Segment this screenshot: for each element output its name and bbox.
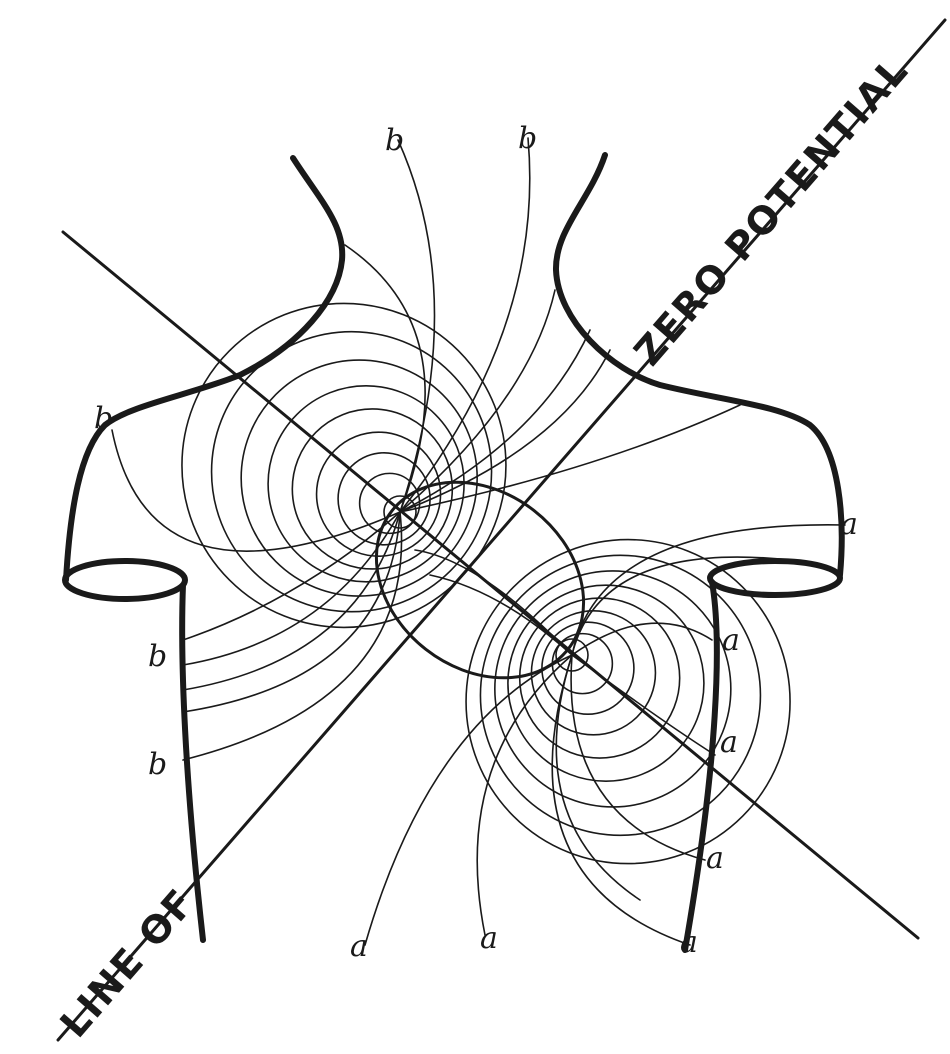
field-line-a bbox=[476, 654, 573, 936]
line-of-caption: LINE OF bbox=[52, 880, 204, 1046]
label-b: b bbox=[148, 639, 167, 674]
pole-negative-isopotential bbox=[465, 538, 791, 865]
label-a: a bbox=[480, 921, 498, 956]
zero-potential-line bbox=[56, 18, 947, 1042]
right-armhole bbox=[707, 558, 843, 598]
label-a: a bbox=[350, 929, 368, 964]
field-line-a bbox=[429, 574, 573, 656]
field-line-b bbox=[399, 349, 611, 513]
field-line-b bbox=[399, 289, 556, 513]
pole-negative-isopotential bbox=[518, 597, 681, 759]
field-line-b bbox=[182, 511, 403, 761]
field-line-a bbox=[414, 549, 573, 656]
pole-positive-isopotential bbox=[210, 330, 493, 613]
pole-negative-isopotential bbox=[555, 638, 589, 672]
field-line-b bbox=[182, 511, 401, 641]
field-line-a bbox=[571, 622, 713, 656]
label-a: a bbox=[680, 925, 698, 960]
field-line-b bbox=[399, 137, 531, 513]
zero-potential-caption: ZERO POTENTIAL bbox=[626, 48, 918, 374]
pole-negative-isopotential bbox=[551, 632, 614, 695]
field-line-a bbox=[551, 654, 691, 946]
field-line-a bbox=[555, 654, 641, 901]
field-line-a bbox=[571, 556, 791, 656]
field-line-b bbox=[399, 329, 591, 513]
field-line-b bbox=[182, 511, 401, 666]
pole-negative-isopotential bbox=[494, 570, 732, 808]
label-a: a bbox=[706, 841, 724, 876]
torso-outline-right bbox=[552, 152, 845, 578]
field-line-b bbox=[399, 404, 741, 513]
pole-positive-isopotential bbox=[181, 302, 507, 629]
field-line-b bbox=[182, 511, 401, 713]
label-b: b bbox=[518, 121, 537, 156]
label-b: b bbox=[94, 401, 113, 436]
field-line-a bbox=[571, 654, 716, 756]
pole-negative-isopotential bbox=[530, 610, 657, 736]
field-line-a bbox=[364, 654, 573, 946]
field-line-b bbox=[111, 429, 401, 552]
label-a: a bbox=[722, 623, 740, 658]
field-line-a bbox=[570, 654, 706, 861]
field-line-b bbox=[344, 244, 426, 513]
label-a: a bbox=[840, 507, 858, 542]
dipole-axis-line bbox=[61, 230, 920, 940]
label-b: b bbox=[148, 747, 167, 782]
heart-outline bbox=[374, 480, 586, 680]
left-armhole bbox=[62, 558, 188, 602]
pole-positive-isopotential bbox=[383, 495, 417, 529]
pole-negative-isopotential bbox=[507, 584, 705, 782]
field-line-b bbox=[182, 511, 401, 691]
label-a: a bbox=[720, 725, 738, 760]
label-b: b bbox=[385, 123, 404, 158]
pole-negative-isopotential bbox=[541, 621, 635, 716]
torso-outline-left bbox=[63, 155, 346, 583]
pole-negative-isopotential bbox=[479, 554, 762, 837]
field-line-a bbox=[571, 524, 846, 656]
field-line-b bbox=[397, 139, 436, 513]
torso-side-right bbox=[682, 579, 720, 953]
